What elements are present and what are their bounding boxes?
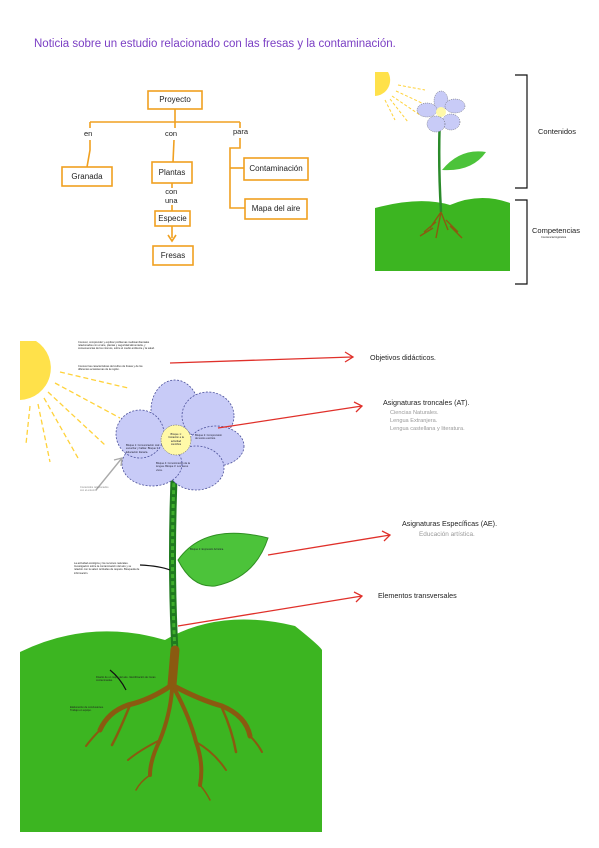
petal-note-2: Bloque 2: Comprensión de textos escritos… xyxy=(195,434,223,441)
edge-label-en: en xyxy=(84,129,93,138)
node-granada: Granada xyxy=(71,172,103,181)
sun-note-1: Conocer, comprender y explicar problemas… xyxy=(78,341,155,351)
big-sun-body xyxy=(20,341,51,400)
asignaturas-troncales: Asignaturas troncales (AT). xyxy=(383,398,470,407)
root-note-2: Elaboración de conclusiones. Trabajo en … xyxy=(70,706,104,713)
small-sun-body xyxy=(375,72,391,96)
big-roots xyxy=(85,645,263,801)
node-fresas-box xyxy=(152,245,194,266)
edge-label-con: con xyxy=(165,129,178,138)
leaf-note: Bloque 2: Expresión Artística. xyxy=(190,548,224,551)
edge-label-con-una: con una xyxy=(165,187,178,205)
small-sun xyxy=(384,84,426,123)
troncal-item-3: Lengua castellana y literatura. xyxy=(390,426,465,432)
label-contenidos: Contenidos xyxy=(538,127,576,136)
competencias-note: Conciencia lingüística xyxy=(541,236,567,239)
big-flower-illustration xyxy=(20,341,392,832)
troncal-item-2: Lengua Extranjera. xyxy=(390,418,438,424)
node-proyecto: Proyecto xyxy=(159,95,191,104)
bracket-competencias xyxy=(515,199,528,285)
concept-map xyxy=(61,90,309,266)
stem-note-arrow xyxy=(139,564,171,571)
small-petals xyxy=(416,90,466,133)
center-note: Bloque 1: Iniciación a la actividad cien… xyxy=(168,433,184,446)
small-leaf xyxy=(442,151,486,171)
page-title: Noticia sobre un estudio relacionado con… xyxy=(34,38,396,50)
big-petals xyxy=(115,379,245,491)
root-note-arrow xyxy=(109,669,127,691)
small-grass xyxy=(375,197,510,271)
root-note-1: Diseño de un mapa del aire. Identificaci… xyxy=(96,676,156,683)
small-flower-illustration xyxy=(375,72,528,285)
elementos-transversales: Elementos transversales xyxy=(378,591,457,600)
stem-note: La actividad ecológica y los recursos na… xyxy=(74,562,140,575)
node-plantas: Plantas xyxy=(158,168,186,177)
sun-note-2: Conocer las características del cultivo … xyxy=(78,365,143,372)
petal-note-1: Bloque 1: Comunicación oral: escuchar y … xyxy=(126,444,160,454)
label-competencias: Competencias xyxy=(532,226,580,235)
node-mapa-box xyxy=(244,198,308,220)
small-flower-center xyxy=(436,107,446,117)
big-sun-rays xyxy=(25,371,129,463)
node-fresas: Fresas xyxy=(160,251,186,260)
node-especie: Especie xyxy=(158,214,187,223)
especifica-item: Educación artística. xyxy=(419,531,475,538)
big-grass xyxy=(20,619,322,832)
small-roots xyxy=(419,211,463,239)
grey-note-arrow xyxy=(95,457,123,491)
node-contaminacion-box xyxy=(243,157,309,181)
edge-label-para: para xyxy=(233,127,249,136)
asignaturas-especificas: Asignaturas Específicas (AE). xyxy=(402,519,498,528)
node-mapa-del-aire: Mapa del aire xyxy=(251,204,301,213)
big-leaf xyxy=(177,532,269,587)
bracket-contenidos xyxy=(515,74,528,189)
grey-note: Contenidos relacionados con el entorno. xyxy=(80,486,109,493)
petal-note-3: Bloque 4: Conocimiento de la lengua. Blo… xyxy=(156,462,190,472)
big-flower-center xyxy=(160,424,192,456)
red-arrows xyxy=(169,351,392,627)
objetivos-didacticos: Objetivos didácticos. xyxy=(370,353,436,362)
troncal-item-1: Ciencias Naturales. xyxy=(390,410,439,416)
node-contaminacion: Contaminación xyxy=(249,164,303,173)
